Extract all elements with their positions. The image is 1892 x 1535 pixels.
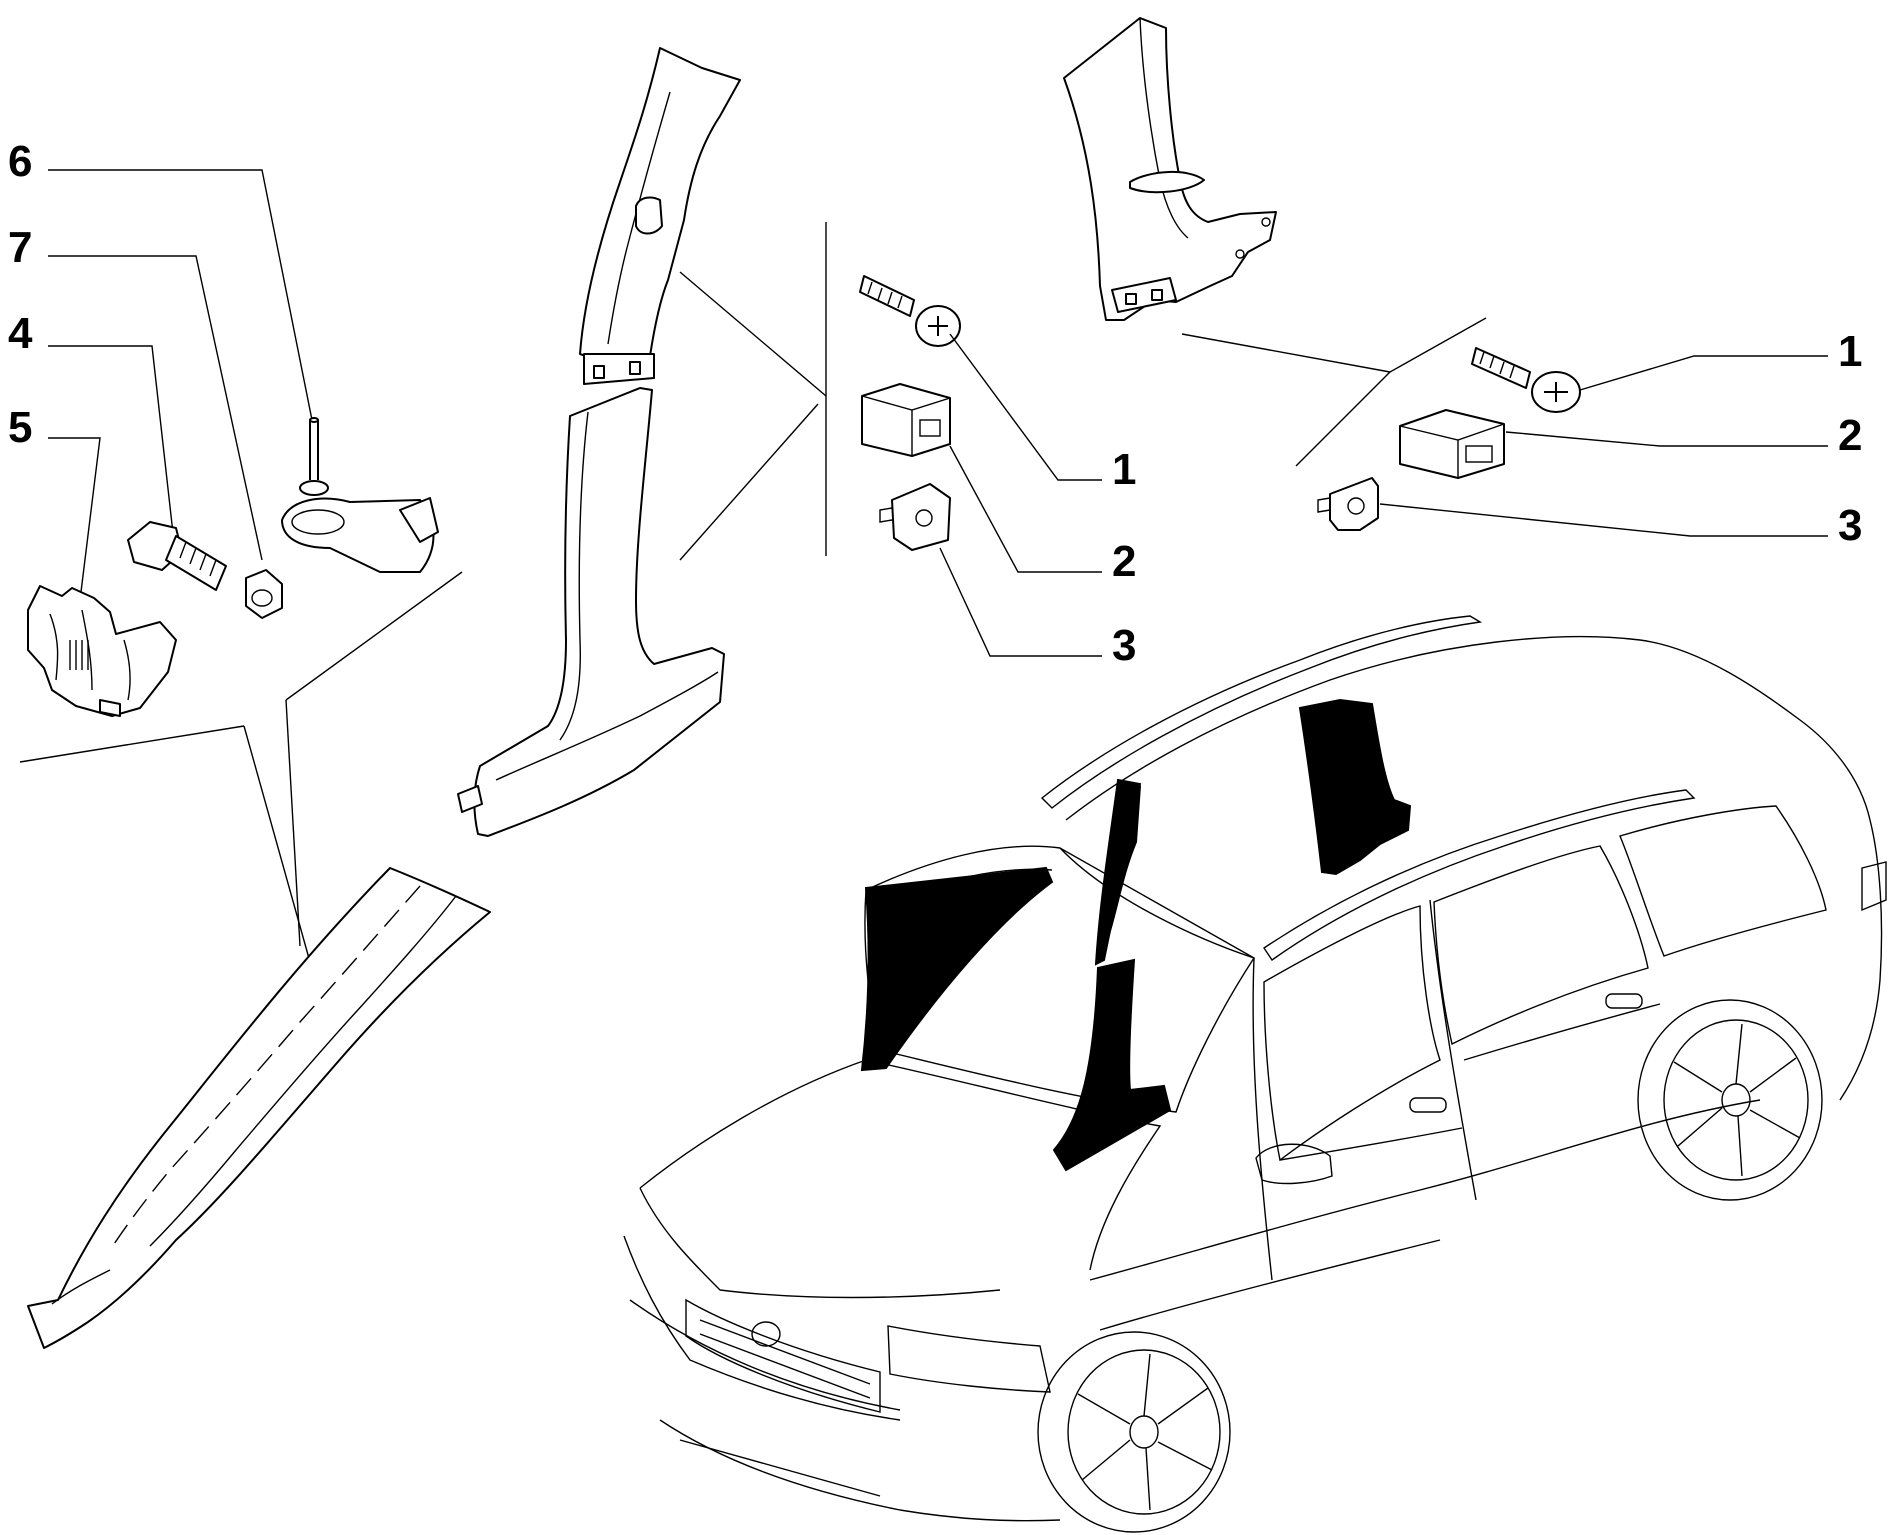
spring-nut-part-middle xyxy=(879,483,951,551)
callout-2-middle: 2 xyxy=(949,445,1136,586)
callout-1-right-label: 1 xyxy=(1838,327,1862,376)
callout-4: 4 xyxy=(8,309,177,561)
front-wheel xyxy=(1037,1331,1231,1533)
c-pillar-trim-part xyxy=(1063,17,1277,321)
callout-2-right-label: 2 xyxy=(1838,411,1862,460)
callout-5: 5 xyxy=(8,403,101,601)
callout-3-right-label: 3 xyxy=(1838,501,1862,550)
callout-1-middle: 1 xyxy=(949,333,1136,494)
rear-wheel xyxy=(1637,999,1823,1201)
stud-bracket-part xyxy=(281,417,439,573)
bolt-part xyxy=(127,521,227,591)
car-illustration xyxy=(623,615,1887,1533)
callout-7-label: 7 xyxy=(8,223,32,272)
clip-part xyxy=(27,585,177,717)
a-pillar-trim-part xyxy=(27,867,491,1349)
screw-part-right xyxy=(1471,347,1581,413)
right-leader-lines xyxy=(1181,317,1487,467)
callout-3-middle: 3 xyxy=(939,547,1136,670)
nut-part xyxy=(245,569,283,619)
callout-3-right: 3 xyxy=(1379,501,1862,550)
callout-2-middle-label: 2 xyxy=(1112,537,1136,586)
callout-1-middle-label: 1 xyxy=(1112,445,1136,494)
middle-leader-lines xyxy=(679,222,827,561)
b-pillar-upper-trim-part xyxy=(579,47,741,385)
callout-3-middle-label: 3 xyxy=(1112,621,1136,670)
callout-6-label: 6 xyxy=(8,137,32,186)
callout-1-right: 1 xyxy=(1579,327,1862,391)
screw-part-middle xyxy=(859,275,961,347)
left-leader-lines xyxy=(19,571,463,963)
callout-4-label: 4 xyxy=(8,309,33,358)
callout-2-right: 2 xyxy=(1505,411,1862,460)
clip-nut-part-right xyxy=(1399,409,1505,479)
callout-7: 7 xyxy=(8,223,263,561)
callout-5-label: 5 xyxy=(8,403,32,452)
b-pillar-lower-trim-part xyxy=(457,387,725,837)
clip-nut-part-middle xyxy=(861,383,951,457)
spring-nut-part-right xyxy=(1317,477,1379,531)
callout-6: 6 xyxy=(8,137,313,421)
